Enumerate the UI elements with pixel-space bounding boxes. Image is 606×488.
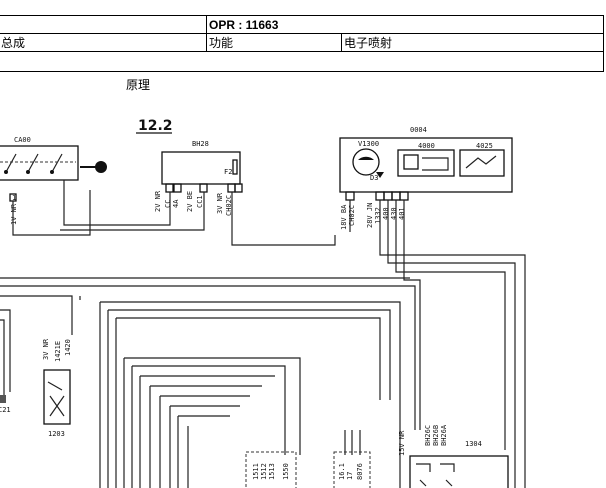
function-label: 功能 xyxy=(206,33,342,52)
wire-left-3: 1420 xyxy=(64,339,72,356)
gauge-icon xyxy=(352,148,380,176)
wire-bh28-d1: CC xyxy=(164,200,172,208)
wire-bot-2: 1512 xyxy=(260,463,268,480)
opr-number: OPR : 11663 xyxy=(206,15,604,34)
wire-bot-1: 1511 xyxy=(252,463,260,480)
component-1304: 1304 xyxy=(465,440,482,448)
wire-left-1: 3V NR xyxy=(42,338,50,360)
wire-bot-6: 17 xyxy=(346,472,354,480)
function-value: 电子喷射 xyxy=(341,33,604,52)
wire-bot-4: 1550 xyxy=(282,463,290,480)
wire-bh28-c: 3V NR xyxy=(216,192,224,214)
component-0004: 0004 xyxy=(410,126,427,134)
header-empty-cell xyxy=(0,15,207,34)
section-number: 12.2 xyxy=(138,118,173,134)
key-icon xyxy=(80,161,107,173)
component-4000: 4000 xyxy=(418,142,435,150)
wire-bh28-b: 2V BE xyxy=(186,191,194,212)
wire-r-1: 15V NR xyxy=(398,430,406,456)
ca00-pin: 1 xyxy=(12,194,16,202)
component-1203: 1203 xyxy=(48,430,65,438)
wire-r-3: BH26B xyxy=(432,425,440,446)
component-d3: D3 xyxy=(370,174,378,182)
wire-ca00-1: 1V NR xyxy=(10,203,18,225)
wire-v1300-b: CH02C xyxy=(348,205,356,226)
header-blank-row xyxy=(0,51,604,72)
wire-bh28-a: 2V NR xyxy=(154,190,162,212)
component-bh28: BH28 xyxy=(192,140,209,148)
wire-left-2: 1421E xyxy=(54,341,62,362)
assembly-label: 总成 xyxy=(0,33,207,52)
wire-v1300-a: 18V BA xyxy=(340,204,348,230)
component-4025: 4025 xyxy=(476,142,493,150)
wire-left-4: C21 xyxy=(0,406,11,414)
component-1304-box xyxy=(409,455,509,488)
wire-bh28-e: CH02C xyxy=(225,195,233,216)
wiring-diagram: 12.2 CA00 1 1V NR BH28 F2 2V NR CC 4A 2V… xyxy=(0,118,526,488)
component-ca00: CA00 xyxy=(14,136,31,144)
wire-bh28-d2: 4A xyxy=(172,199,180,208)
wire-v1300-c: 28V JN xyxy=(366,203,374,228)
wire-bot-5: 16.1 xyxy=(338,463,346,480)
ca00-box xyxy=(0,145,79,181)
fuse-f2: F2 xyxy=(224,168,232,176)
wire-v1300-f: 430 xyxy=(390,207,398,220)
module-0004-box xyxy=(339,137,513,193)
wire-v1300-d: 1332 xyxy=(374,207,382,224)
wire-bh28-d3: CC1 xyxy=(196,195,204,208)
wire-r-4: BH26A xyxy=(440,424,448,446)
wire-v1300-g: 401 xyxy=(398,207,406,220)
component-v1300: V1300 xyxy=(358,140,379,148)
wire-bot-7: 8076 xyxy=(356,463,364,480)
wire-v1300-e: 400 xyxy=(382,207,390,220)
wire-r-2: BH26C xyxy=(424,425,432,446)
header-table: OPR : 11663 总成 功能 电子喷射 xyxy=(0,15,604,72)
caption-principle: 原理 xyxy=(126,78,151,92)
relay-1203-box xyxy=(43,369,71,425)
wire-bot-3: 1513 xyxy=(268,463,276,480)
